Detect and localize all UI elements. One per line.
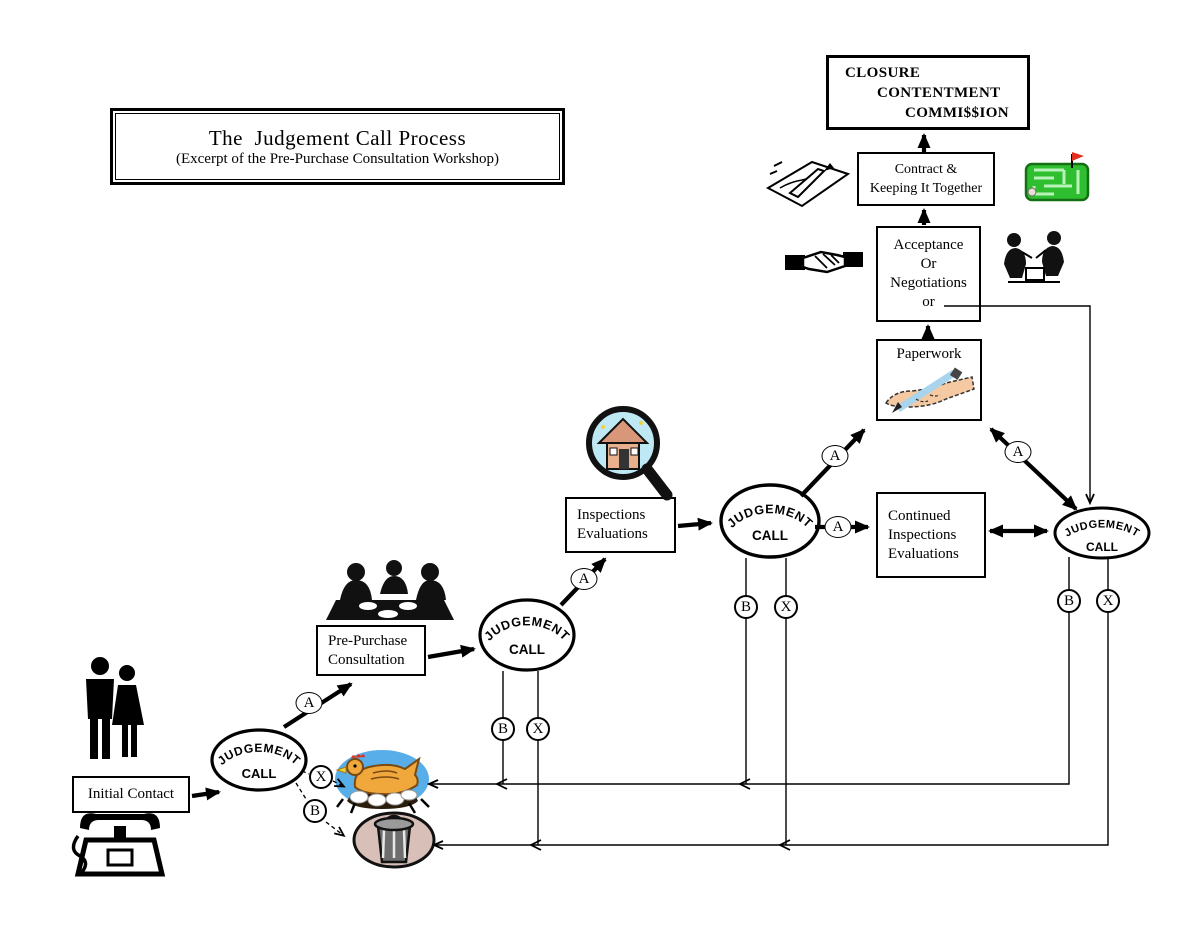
judgement-call-label: CALL [1086,540,1118,554]
contract-line: Contract & [894,162,958,177]
contract-line: Keeping It Together [869,181,983,196]
node-inspections: Inspections Evaluations [565,497,676,553]
page-title: The Judgement Call Process [208,125,467,150]
continued-line: Inspections [888,526,957,543]
hen-on-nest-icon [335,750,430,814]
signing-document-icon [765,160,851,208]
judgement-call-4: JUDGEMENT CALL [1053,506,1151,560]
node-pre-purchase: Pre-Purchase Consultation [316,625,426,676]
initial-contact-label: Initial Contact [87,786,175,802]
judgement-call-1: JUDGEMENT CALL [210,728,308,792]
node-acceptance: Acceptance Or Negotiations or [876,226,981,322]
junction-chevron [777,839,791,851]
consultation-table-icon [326,560,454,620]
node-contract: Contract & Keeping It Together [857,152,995,206]
badge-x-jc2: X [526,717,550,741]
acceptance-line: Negotiations [890,275,967,291]
badge-x-jc4: X [1096,589,1120,613]
closure-line: COMMI$$ION [905,104,1009,121]
page-subtitle: (Excerpt of the Pre-Purchase Consultatio… [175,150,500,167]
junction-chevron [737,778,751,790]
node-closure: CLOSURE CONTENTMENT COMMI$$ION [826,55,1030,130]
telephone-icon [71,813,166,877]
judgement-call-label: CALL [509,642,545,657]
judgement-call-label: CALL [242,766,277,781]
node-paperwork: Paperwork [876,339,982,421]
closure-line: CLOSURE [845,64,921,81]
acceptance-line: Acceptance [893,237,964,253]
junction-chevron [494,778,508,790]
trash-can-icon [352,811,436,869]
negotiation-people-icon [1004,231,1064,283]
badge-a-jc3-continued: A [824,516,852,538]
inspections-line: Evaluations [577,526,648,542]
dash-b-to-trash [325,821,343,835]
paperwork-label: Paperwork [896,346,962,362]
closure-line: CONTENTMENT [877,84,1001,101]
continued-line: Continued [888,507,951,524]
badge-b-jc4: B [1057,589,1081,613]
maze-icon [1024,152,1090,202]
badge-a-jc2: A [570,568,598,590]
pre-purchase-line: Pre-Purchase [328,632,408,649]
arrow-prepurchase-to-jc2 [427,644,476,660]
node-initial-contact: Initial Contact [72,776,190,813]
badge-b-jc1: B [303,799,327,823]
arrow-inspections-to-jc3 [677,517,713,531]
junction-chevron [528,839,542,851]
badge-x-jc1: X [309,765,333,789]
acceptance-line: or [922,294,935,310]
pre-purchase-line: Consultation [328,651,405,668]
judgement-call-label: CALL [752,528,788,543]
arrow-paperwork-jc4-double [989,427,1078,511]
hand-writing-pencil-icon [884,367,975,413]
node-continued-inspections: Continued Inspections Evaluations [876,492,986,578]
magnifier-house-icon [586,406,673,501]
badge-x-jc3: X [774,595,798,619]
inspections-line: Inspections [577,507,646,523]
badge-b-jc3: B [734,595,758,619]
judgement-call-2: JUDGEMENT CALL [478,598,576,672]
handshake-icon [785,250,863,274]
couple-icon [86,657,144,759]
title-box: The Judgement Call Process (Excerpt of t… [110,108,565,185]
badge-a-jc1: A [295,692,323,714]
badge-a-paperwork-jc4: A [1004,441,1032,463]
acceptance-line: Or [920,256,937,272]
continued-line: Evaluations [888,545,959,562]
judgement-call-3: JUDGEMENT CALL [719,483,821,559]
badge-a-jc3-paperwork: A [821,445,849,467]
badge-b-jc2: B [491,717,515,741]
